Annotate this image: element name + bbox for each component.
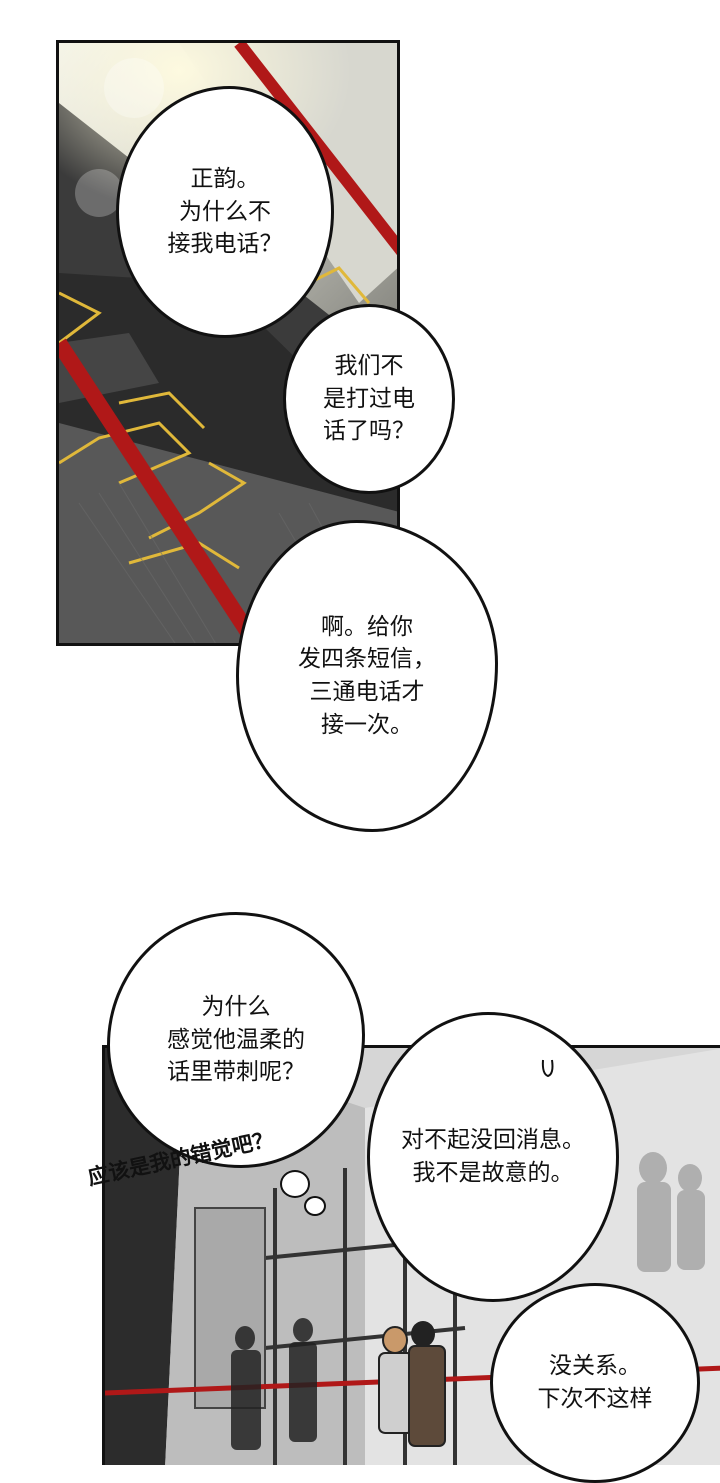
main-characters [378, 1321, 446, 1447]
speech-bubble-6: 没关系。 下次不这样 [490, 1283, 700, 1483]
speech-text-4: 为什么 感觉他温柔的 话里带刺呢？ [167, 994, 305, 1086]
speech-text-1: 正韵。 为什么不 接我电话？ [167, 166, 283, 258]
speech-text-5: 对不起没回消息。 我不是故意的。 [401, 1127, 585, 1186]
thought-dot-large [280, 1170, 310, 1198]
speech-bubble-2: 我们不 是打过电 话了吗？ [283, 304, 455, 494]
speech-text-6: 没关系。 下次不这样 [537, 1353, 653, 1412]
escalator-handrail-left [59, 338, 265, 643]
thought-bubble: 为什么 感觉他温柔的 话里带刺呢？ [107, 912, 365, 1168]
sweat-mark-icon [541, 1059, 554, 1078]
thought-dot-small [304, 1196, 326, 1216]
background-people [637, 1152, 705, 1272]
speech-bubble-1: 正韵。 为什么不 接我电话？ [116, 86, 334, 338]
speech-bubble-5: 对不起没回消息。 我不是故意的。 [367, 1012, 619, 1302]
escalator-handrail-right [234, 43, 397, 256]
speech-text-3: 啊。给你 发四条短信， 三通电话才 接一次。 [298, 613, 436, 738]
speech-text-2: 我们不 是打过电 话了吗？ [323, 353, 415, 445]
speech-bubble-3: 啊。给你 发四条短信， 三通电话才 接一次。 [236, 520, 498, 832]
